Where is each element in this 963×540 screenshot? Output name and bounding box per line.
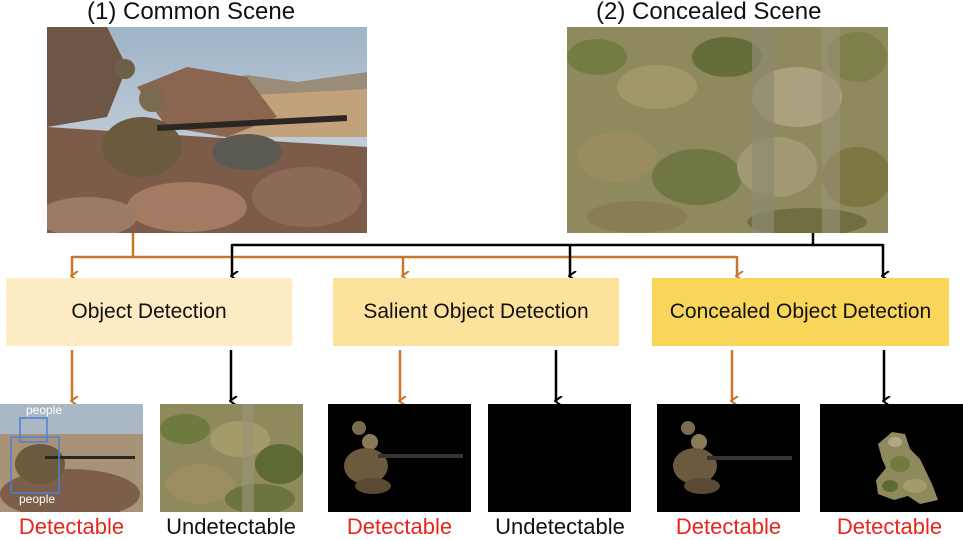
- label-od-concealed: Undetectable: [166, 514, 296, 539]
- concealed-object-detection-box: Concealed Object Detection: [652, 278, 949, 346]
- common-scene-title: (1) Common Scene: [87, 0, 296, 25]
- label-sod-common: Detectable: [346, 514, 453, 539]
- concealed-scene-image: [567, 27, 888, 233]
- detection-tag-bottom: people: [19, 492, 56, 506]
- sod-concealed-result: [488, 404, 631, 512]
- salient-object-detection-label: Salient Object Detection: [363, 300, 589, 323]
- cod-concealed-result: [820, 404, 963, 512]
- label-od-common: Detectable: [18, 514, 125, 539]
- salient-object-detection-box: Salient Object Detection: [333, 278, 619, 346]
- label-cod-common: Detectable: [675, 514, 782, 539]
- concealed-scene-title: (2) Concealed Scene: [596, 0, 822, 25]
- sod-common-result: [328, 404, 471, 512]
- object-detection-label: Object Detection: [71, 300, 227, 323]
- od-common-result: people people: [0, 404, 143, 512]
- cod-common-result: [657, 404, 800, 512]
- object-detection-box: Object Detection: [6, 278, 292, 346]
- detection-tag-top: people: [26, 404, 63, 417]
- od-concealed-result: [160, 404, 303, 512]
- label-sod-concealed: Undetectable: [495, 514, 625, 539]
- concealed-object-detection-label: Concealed Object Detection: [669, 300, 932, 323]
- common-scene-image: [47, 27, 367, 233]
- label-cod-concealed: Detectable: [836, 514, 943, 539]
